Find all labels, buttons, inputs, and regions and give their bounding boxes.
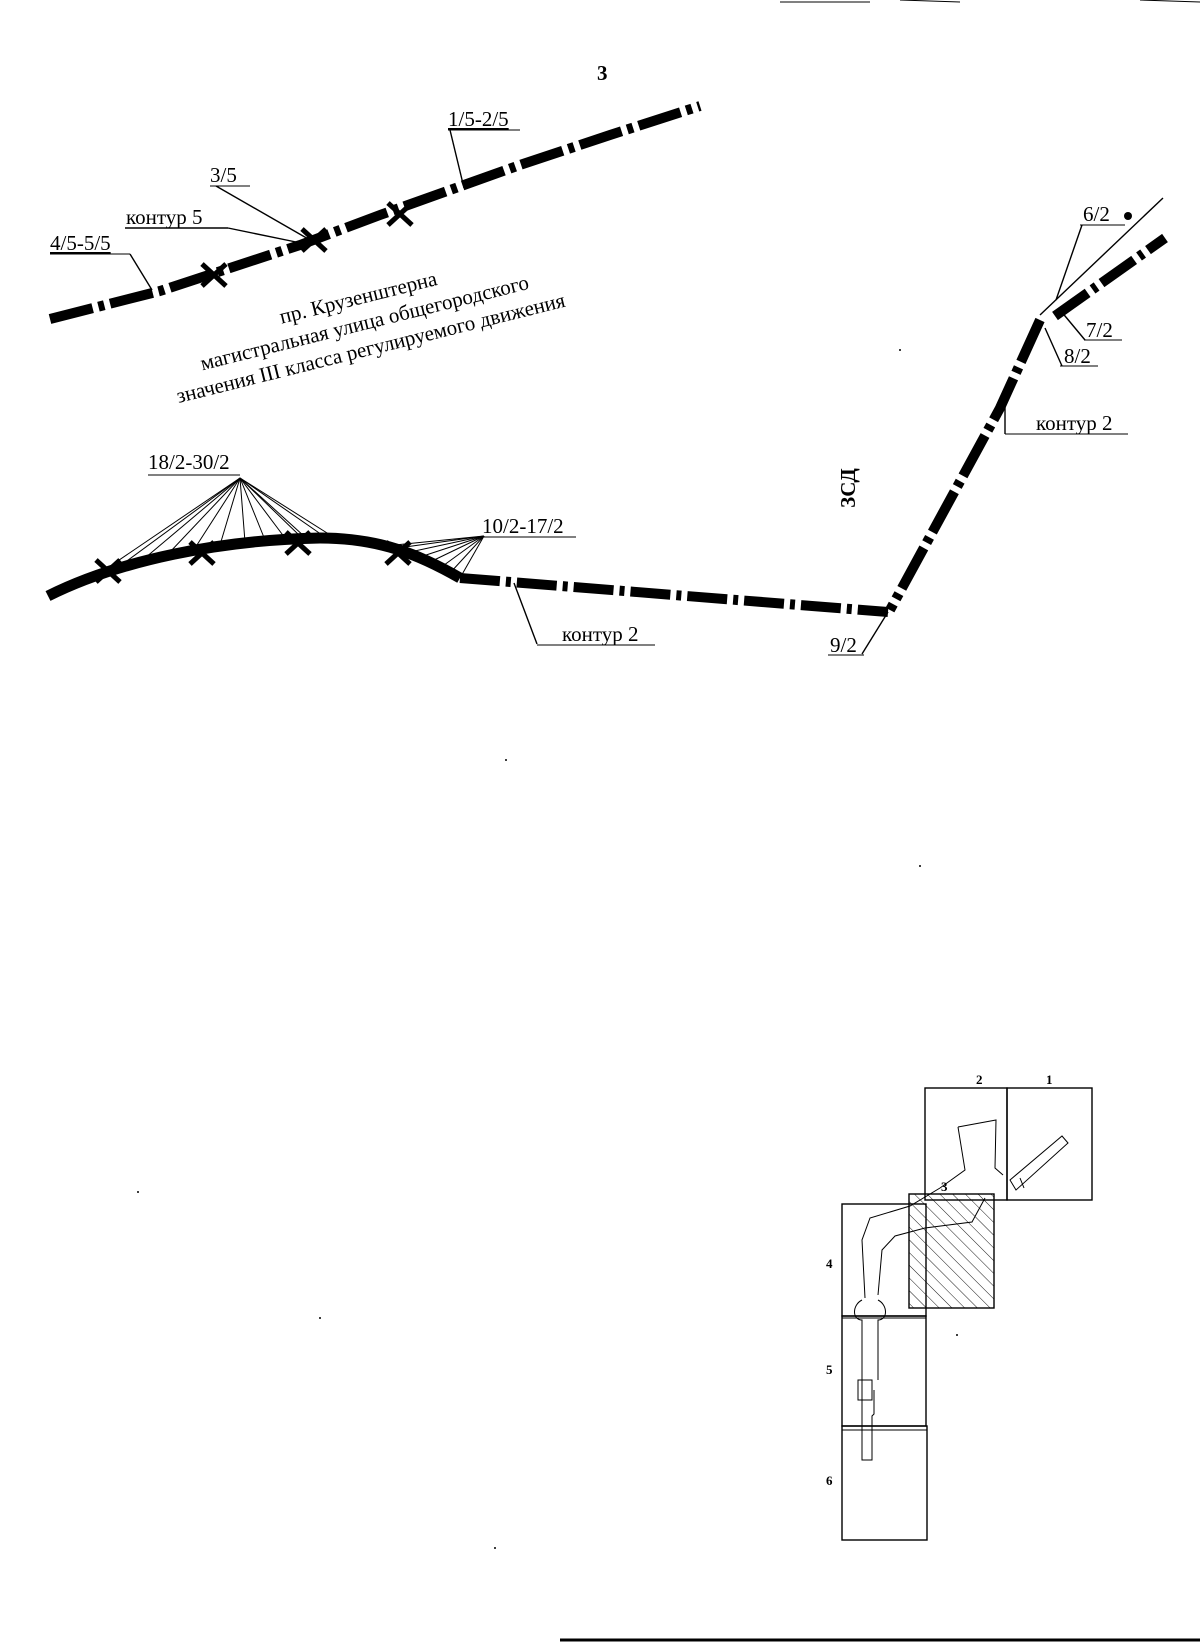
label-4-5-5-5: 4/5-5/5 — [50, 231, 111, 255]
zone-label: ЗСД — [836, 468, 860, 508]
sheet-2-frame — [924, 1087, 1008, 1201]
key-sheet-6: 6 — [826, 1473, 833, 1488]
sheet-key-map: 1 2 3 4 5 6 — [826, 1072, 1093, 1541]
street-caption: пр. Крузенштерна магистральная улица общ… — [174, 266, 568, 408]
key-sheet-1: 1 — [1046, 1072, 1053, 1087]
label-7-2: 7/2 — [1086, 318, 1113, 342]
sheet-3-frame — [908, 1193, 995, 1309]
label-18-2-30-2: 18/2-30/2 — [148, 450, 230, 474]
key-map-road — [1009, 1135, 1069, 1191]
key-sheet-5: 5 — [826, 1362, 833, 1377]
label-10-2-17-2: 10/2-17/2 — [482, 514, 564, 538]
key-sheet-2: 2 — [976, 1072, 983, 1087]
label-8-2: 8/2 — [1064, 344, 1091, 368]
sheet-1-frame — [1006, 1087, 1093, 1201]
key-map-boundary-outline — [854, 1119, 1004, 1461]
leaders-10-2-17-2 — [384, 535, 485, 579]
label-1-5-2-5: 1/5-2/5 — [448, 107, 509, 131]
scan-edge-top — [780, 0, 1200, 3]
leader-4-5-5-5 — [129, 253, 153, 291]
label-3-5: 3/5 — [210, 163, 237, 187]
label-contour-2-bottom: контур 2 — [562, 622, 639, 646]
contour-5-boundary — [48, 101, 702, 324]
leaders-18-2-30-2 — [99, 477, 336, 574]
key-sheet-4: 4 — [826, 1256, 833, 1271]
leader-1-5-2-5 — [449, 129, 465, 189]
contour-2-right-vertical — [885, 317, 1045, 613]
label-6-2: 6/2 — [1083, 202, 1110, 226]
cross-markers-lower — [94, 530, 412, 584]
cross-markers-upper — [200, 201, 414, 288]
label-9-2: 9/2 — [830, 633, 857, 657]
label-contour-2-right: контур 2 — [1036, 411, 1113, 435]
contour-2-right-upper — [1052, 233, 1168, 321]
scan-dots — [137, 349, 958, 1549]
point-6-2-marker — [1124, 212, 1132, 220]
label-contour-5: контур 5 — [126, 205, 203, 229]
sheet-5-frame — [841, 1315, 927, 1427]
key-sheet-3: 3 — [941, 1179, 948, 1194]
sheet-6-frame — [841, 1425, 928, 1541]
leader-3-5 — [215, 185, 311, 241]
page-number: 3 — [597, 61, 608, 85]
contour-2-right-thin — [1039, 197, 1164, 316]
contour-2-lower-dashed — [459, 573, 889, 617]
